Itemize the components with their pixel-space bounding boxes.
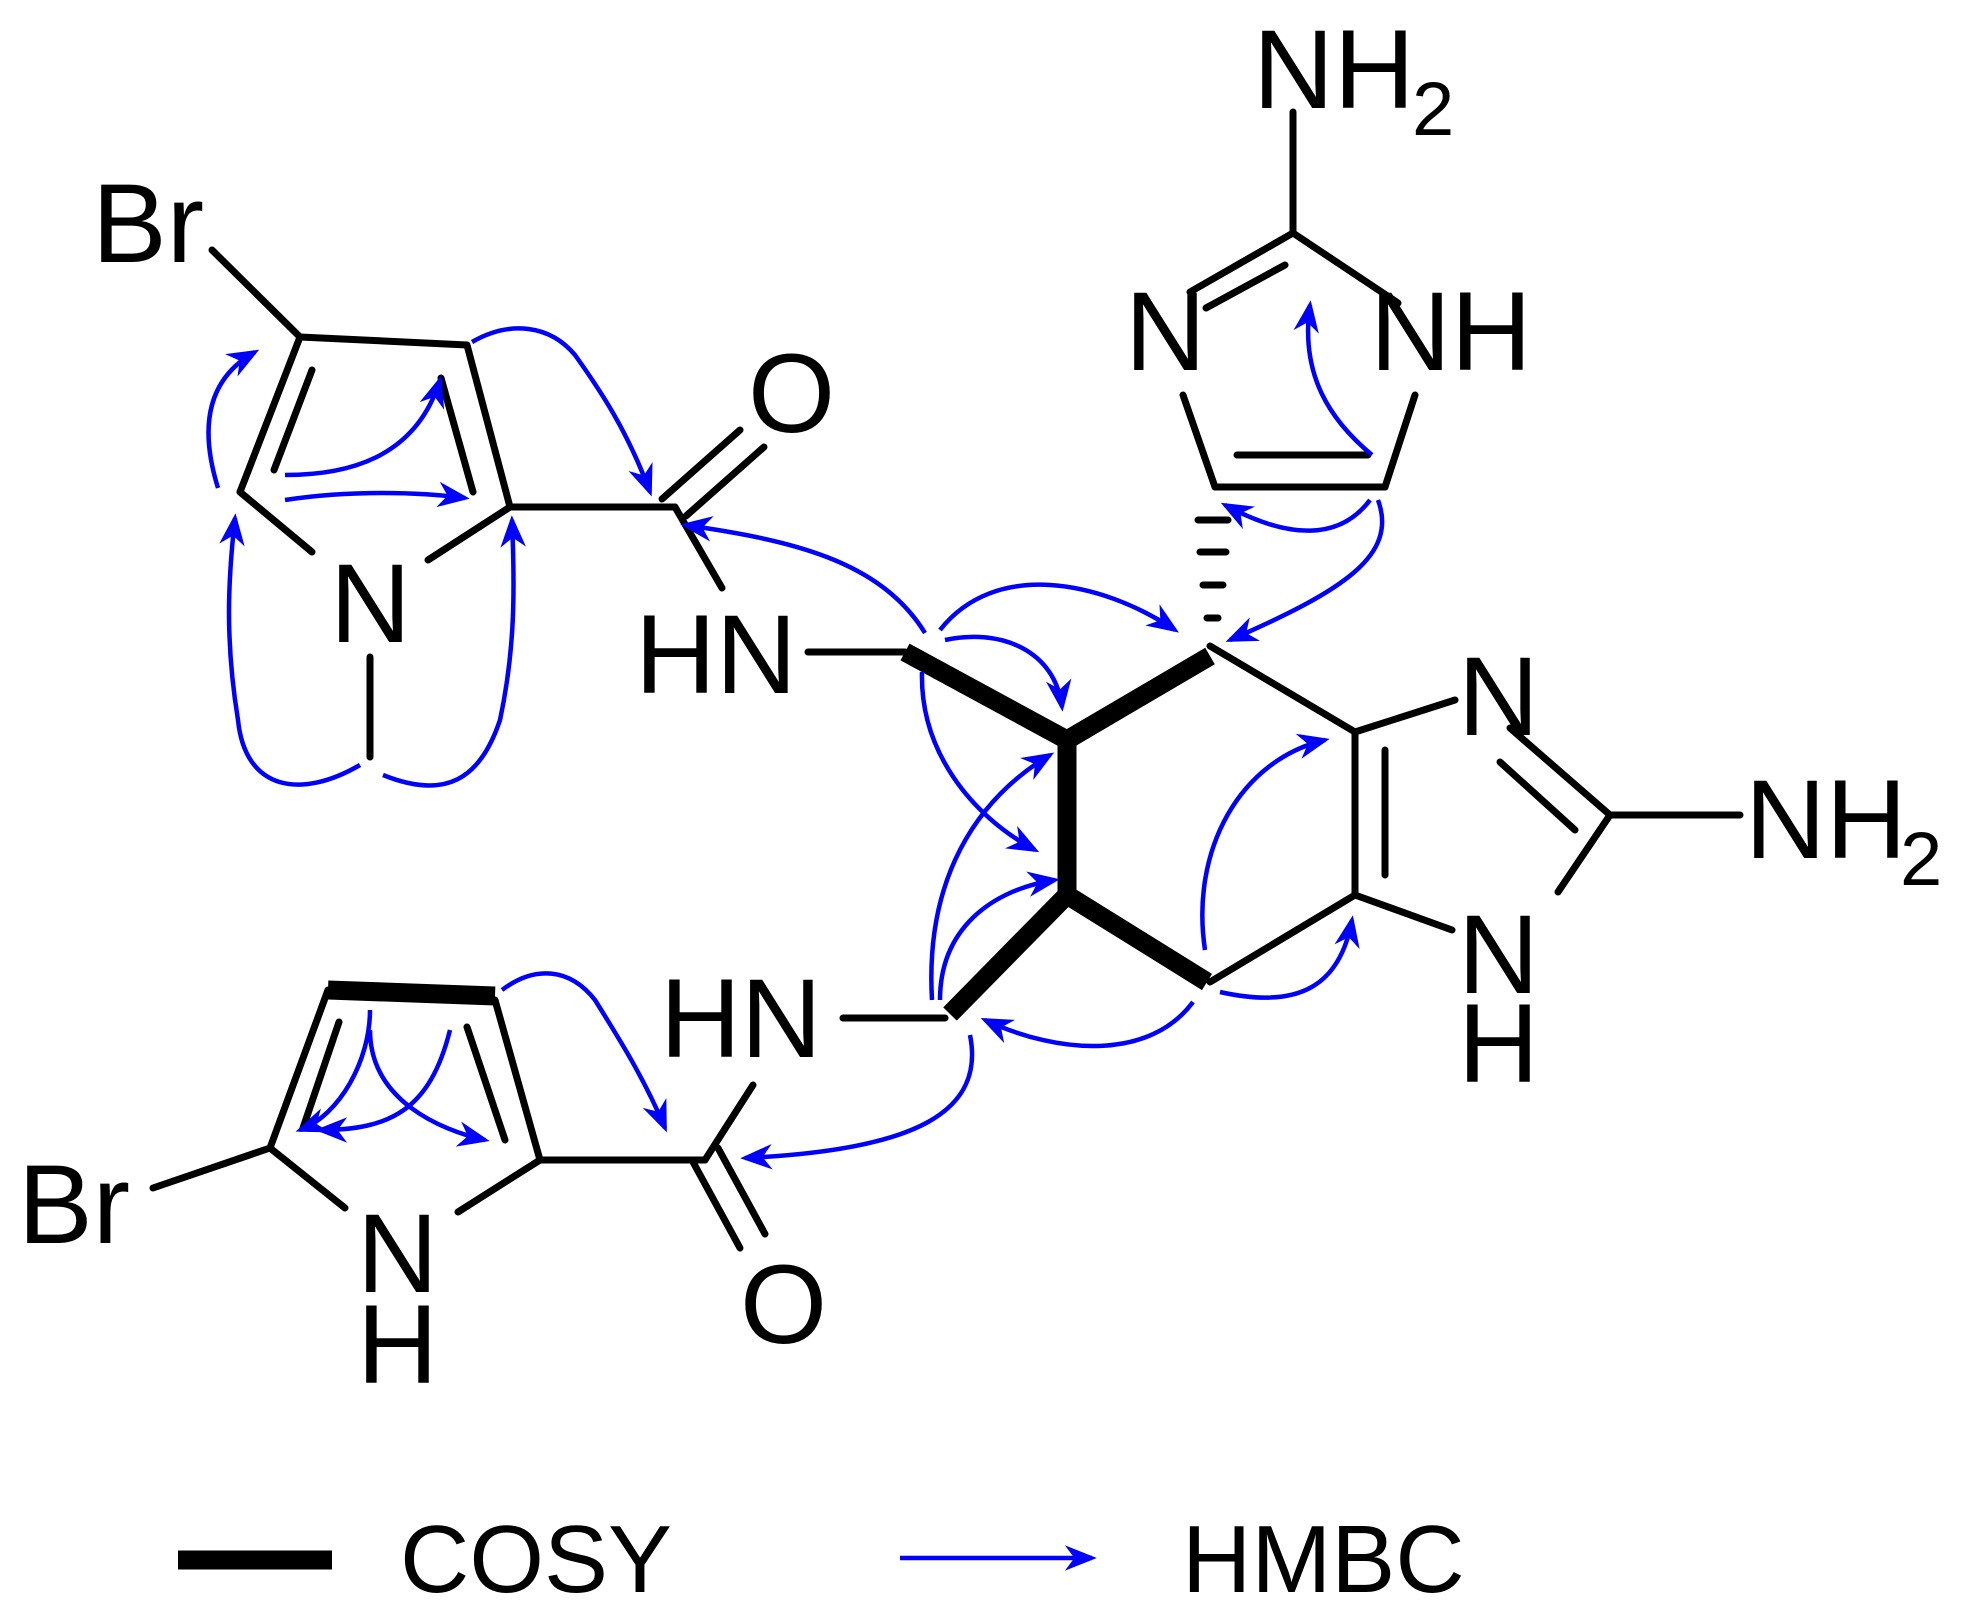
bond-c3-c2-top-inner <box>437 374 477 496</box>
bond-nh-c-imid-right <box>1381 391 1419 491</box>
bond-lines <box>149 108 1744 1252</box>
bond-c4-c5-top <box>236 333 304 496</box>
atom-nh2-right-subscript: 2 <box>1900 817 1942 902</box>
bond-n-c-imid-left <box>1179 391 1219 491</box>
hmbc-correlations <box>206 300 1385 1170</box>
bond-co-top-b <box>682 443 768 520</box>
atom-o-bottom: O <box>740 1242 827 1367</box>
bond-carbonyl-n-top <box>671 503 726 592</box>
bond-c2-c3-bottom <box>491 996 544 1164</box>
atom-br-bottom: Br <box>18 1142 130 1267</box>
hmbc-arrow-top-h3-carbonyl <box>470 326 653 497</box>
bond-c4-c5-bottom <box>266 986 332 1152</box>
bond-c4-c3-top <box>296 333 471 349</box>
atom-n-bicyclic-bottom: N <box>1458 892 1539 1017</box>
legend-cosy-label: COSY <box>400 1506 672 1613</box>
bond-c2-nh-imid-right <box>1289 229 1402 307</box>
atom-o-top: O <box>748 331 835 456</box>
bond-co-top-a <box>658 426 744 503</box>
bond-c2-n-imid-left <box>1186 229 1297 296</box>
legend: COSY HMBC <box>178 1506 1465 1613</box>
atom-nh2-top: NH <box>1253 7 1415 132</box>
atom-nh-imidazole-right: NH <box>1370 269 1532 394</box>
atom-hn-top: HN <box>635 592 797 717</box>
bond-c-cring-top-right <box>1206 642 1359 736</box>
hmbc-arrow-top-methyl-left <box>219 513 362 787</box>
hmbc-arrow-ch2-top-down <box>919 671 1040 853</box>
bond-c4-c5-top-inner <box>270 366 316 474</box>
hmbc-arrow-imid-to-nh <box>1293 300 1374 457</box>
bond-c2-n-imid-left-inner <box>1202 261 1289 312</box>
atom-nh2-right: NH <box>1745 757 1907 882</box>
bond-c-n-bicyclic-bottom <box>1351 891 1456 934</box>
hmbc-arrow-amide-ch2-to-ch <box>929 752 1055 1001</box>
bond-c5-nh-bottom <box>266 1144 349 1212</box>
bond-n-c2-bicyclic-top <box>1506 724 1614 819</box>
cosy-bond-ch-ch-top-right <box>1062 647 1215 749</box>
bond-n-c2-bicyclic-top-inner <box>1496 758 1579 834</box>
hmbc-arrow-bottom-pyrrole-a <box>295 1009 373 1133</box>
atom-n-top-pyrrole: N <box>330 541 411 666</box>
cosy-bond-pyrrole-h3-h4-bottom <box>327 980 496 1006</box>
bond-c-n-bicyclic-top <box>1351 696 1459 736</box>
hmbc-arrow-imid-ch <box>1220 498 1372 533</box>
bond-c2-c3-bottom-inner <box>463 1023 509 1144</box>
bond-c3-c2-top <box>463 341 514 511</box>
atom-labels: Br N O HN NH 2 N NH N NH 2 N H HN Br N H… <box>18 7 1942 1407</box>
cosy-correlations <box>327 643 1215 1021</box>
hmbc-arrow-bottom-pyrrole-c <box>315 1029 453 1143</box>
bond-co-bottom-a <box>689 1158 744 1252</box>
cosy-bond-ch2-ch-top <box>900 643 1072 749</box>
cosy-bond-ch-ch2-amide-bottom <box>943 888 1074 1021</box>
atom-n-bicyclic-top: N <box>1458 634 1539 759</box>
bond-c5-br-bottom <box>149 1144 274 1192</box>
hmbc-arrow-amide-ch2-to-carbonyl-bottom <box>740 1034 975 1170</box>
hmbc-arrow-ch2-top-carbonyl <box>680 516 927 635</box>
bond-c2-n-top <box>424 503 514 564</box>
atom-br-top: Br <box>92 161 204 286</box>
hmbc-arrow-top-methyl-right <box>382 515 526 788</box>
bond-n-carbonyl-bottom <box>701 1081 757 1164</box>
bond-c-ring-bottom-right <box>1206 891 1359 986</box>
hmbc-arrow-ch2-top-ch <box>938 582 1179 633</box>
atom-n-imidazole-left: N <box>1125 269 1206 394</box>
atom-n-bottom-pyrrole: N <box>357 1191 438 1316</box>
cosy-bond-ch-ch2-bottom <box>1061 886 1213 991</box>
atom-h-bicyclic-bottom: H <box>1458 981 1539 1106</box>
atom-hn-bottom: HN <box>660 956 822 1081</box>
bond-co-bottom-b <box>714 1144 769 1238</box>
bond-c2-nh-bottom <box>454 1156 544 1216</box>
bond-br-c4-top <box>208 246 304 341</box>
hmbc-arrow-ch2-ring-to-fusion-bottom <box>1219 915 1360 1000</box>
hmbc-arrow-ch2-ring-to-amide-ch <box>980 1000 1195 1049</box>
bond-c5-n-top <box>236 488 316 556</box>
hmbc-arrow-ch2-top-c <box>944 634 1072 712</box>
atom-h-bottom-pyrrole: H <box>357 1282 438 1407</box>
atom-nh2-top-subscript: 2 <box>1412 67 1454 152</box>
hmbc-arrow-imid-ch-ring <box>1225 499 1385 643</box>
hmbc-arrow-top-pyrrole-b <box>284 375 445 478</box>
legend-hmbc-label: HMBC <box>1182 1506 1465 1613</box>
hmbc-arrow-bottom-h3-carbonyl <box>500 971 668 1133</box>
hmbc-arrow-top-pyrrole-a <box>206 349 260 489</box>
hmbc-arrow-amide-ch2-to-c <box>937 871 1060 1001</box>
bond-c2-n-bicyclic-bottom <box>1554 811 1614 896</box>
hmbc-arrow-top-pyrrole-c <box>284 481 470 508</box>
hmbc-arrow-ch2-ring-to-fusion <box>1200 733 1330 951</box>
